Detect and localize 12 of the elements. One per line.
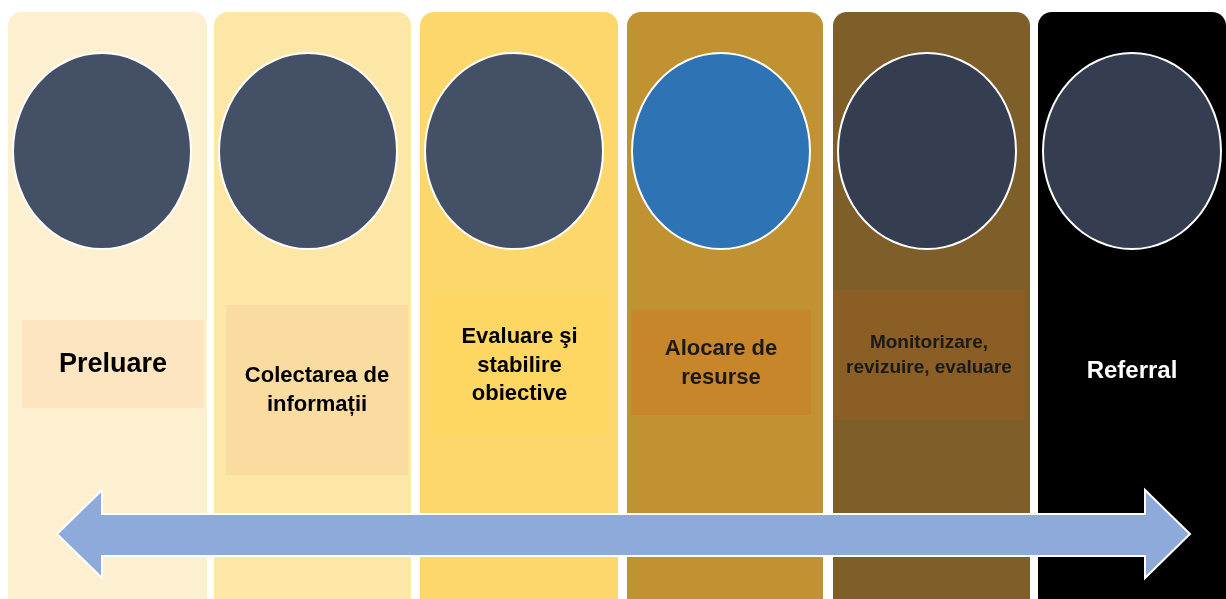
column-band (1038, 12, 1226, 599)
step-label: Alocare de resurse (631, 310, 811, 415)
column-band (8, 12, 207, 599)
step-label: Evaluare şi stabilire obiective (432, 295, 607, 435)
step-label: Monitorizare, revizuire, evaluare (833, 290, 1025, 420)
column-band (420, 12, 618, 599)
step-label: Preluare (22, 320, 204, 408)
column-band (627, 12, 823, 599)
column-band (833, 12, 1030, 599)
step-label: Colectarea de informații (226, 305, 408, 475)
step-label: Referral (1085, 355, 1179, 386)
column-band (214, 12, 411, 599)
